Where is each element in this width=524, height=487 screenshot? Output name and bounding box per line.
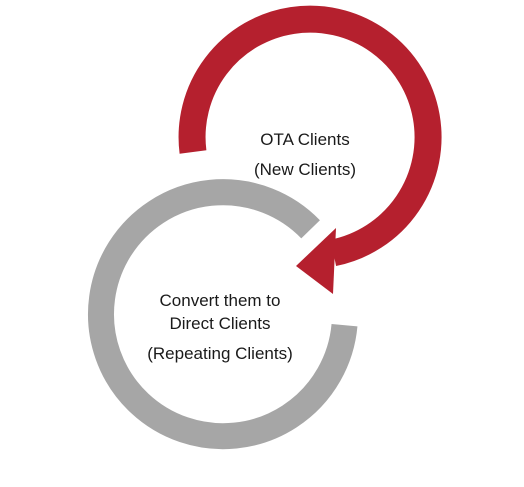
upper-cycle-title: OTA Clients [260,130,349,149]
lower-cycle-ring [88,179,358,450]
upper-cycle-subtitle: (New Clients) [254,160,356,179]
lower-cycle-title-line2: Direct Clients [169,314,270,333]
lower-cycle-title-line1: Convert them to [160,291,281,310]
upper-cycle-arc [178,5,442,267]
arrowhead-icon [296,228,336,294]
lower-cycle-subtitle: (Repeating Clients) [147,344,293,363]
